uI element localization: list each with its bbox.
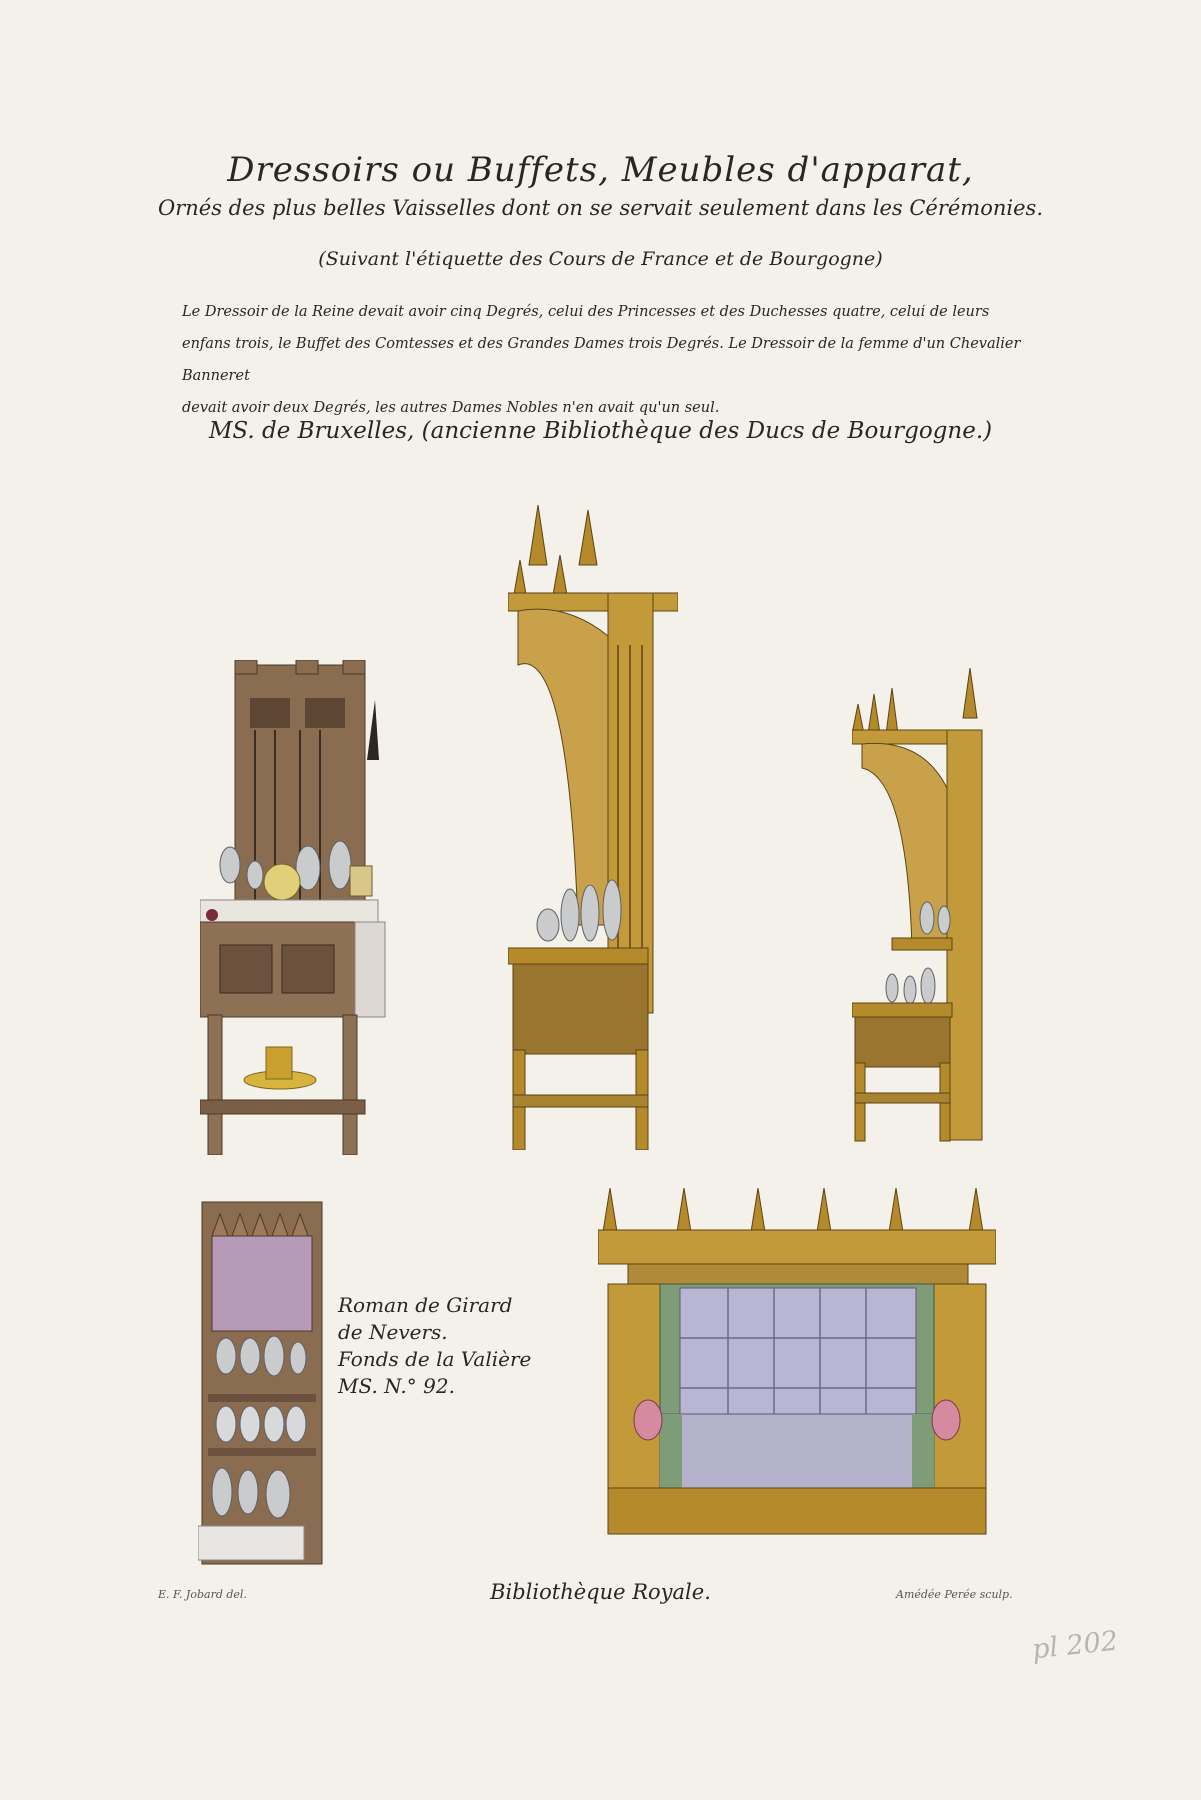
canopied-bench-illustration <box>598 1188 996 1535</box>
small-golden-dressoir-illustration <box>852 668 983 1142</box>
side-note-line: MS. N.° 92. <box>338 1374 455 1398</box>
pencil-plate-number: pl 202 <box>1030 1625 1120 1666</box>
side-note-line: Roman de Girard <box>338 1293 513 1317</box>
library-credit: Bibliothèque Royale. <box>490 1580 711 1604</box>
plate-title: Dressoirs ou Buffets, Meubles d'apparat, <box>227 150 974 190</box>
side-note: Roman de Girard de Nevers. Fonds de la V… <box>338 1292 531 1400</box>
plate-etiquette: (Suivant l'étiquette des Cours de France… <box>318 248 883 270</box>
plate-subtitle: Ornés des plus belles Vaisselles dont on… <box>157 196 1043 220</box>
paragraph-line: enfans trois, le Buffet des Comtesses et… <box>182 336 1021 384</box>
description-paragraph: Le Dressoir de la Reine devait avoir cin… <box>182 296 1022 424</box>
golden-canopy-dressoir-illustration <box>508 505 678 1150</box>
side-note-line: de Nevers. <box>338 1320 448 1344</box>
engraver-credit: Amédée Perée sculp. <box>896 1588 1013 1601</box>
paragraph-line: devait avoir deux Degrés, les autres Dam… <box>182 400 720 416</box>
side-note-line: Fonds de la Valière <box>338 1347 532 1371</box>
manuscript-source: MS. de Bruxelles, (ancienne Bibliothèque… <box>208 418 993 444</box>
brown-dressoir-illustration <box>200 660 386 1155</box>
draughtsman-credit: E. F. Jobard del. <box>158 1588 247 1601</box>
paragraph-line: Le Dressoir de la Reine devait avoir cin… <box>182 304 990 320</box>
violet-panel-dressoir-illustration <box>198 1201 323 1565</box>
